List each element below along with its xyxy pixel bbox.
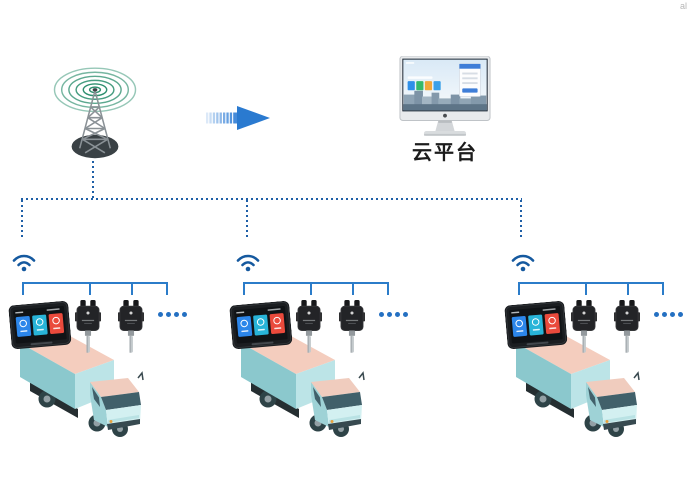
bracket-tick (518, 282, 520, 295)
bracket-tick (131, 282, 133, 295)
wireless-sensor-icon (339, 300, 365, 355)
wifi-icon (235, 252, 261, 272)
truck-group-3 (504, 250, 686, 450)
vehicle-terminal-icon (229, 300, 293, 351)
wireless-sensor-icon (118, 300, 144, 355)
bracket-tick (387, 282, 389, 295)
device-bracket (22, 282, 168, 284)
wireless-sensor-icon (296, 300, 322, 355)
watermark-text: al (680, 1, 688, 11)
bracket-tick (662, 282, 664, 295)
dotted-line-horizontal-bus (21, 198, 522, 200)
device-bracket (243, 282, 389, 284)
dotted-line-drop-3 (520, 200, 522, 240)
truck-group-1 (8, 250, 190, 450)
bracket-tick (243, 282, 245, 295)
wifi-icon (510, 252, 536, 272)
flow-arrow-icon (206, 105, 274, 131)
vehicle-terminal-icon (504, 300, 568, 351)
vehicle-terminal-icon (8, 300, 72, 351)
cloud-platform-label: 云平台 (412, 142, 478, 164)
dotted-line-drop-1 (21, 200, 23, 240)
wireless-sensor-icon (614, 300, 640, 355)
device-bracket (518, 282, 664, 284)
bracket-tick (585, 282, 587, 295)
wireless-sensor-icon (75, 300, 101, 355)
bracket-tick (310, 282, 312, 295)
bracket-tick (352, 282, 354, 295)
wifi-icon (11, 252, 37, 272)
radio-tower-icon (50, 60, 140, 161)
cloud-platform-monitor-icon (399, 56, 491, 137)
bracket-tick (166, 282, 168, 295)
bracket-tick (627, 282, 629, 295)
dotted-line-drop-2 (246, 200, 248, 240)
bracket-tick (89, 282, 91, 295)
bracket-tick (22, 282, 24, 295)
truck-group-2 (229, 250, 411, 450)
wireless-sensor-icon (571, 300, 597, 355)
dotted-line-tower-drop (92, 161, 94, 199)
